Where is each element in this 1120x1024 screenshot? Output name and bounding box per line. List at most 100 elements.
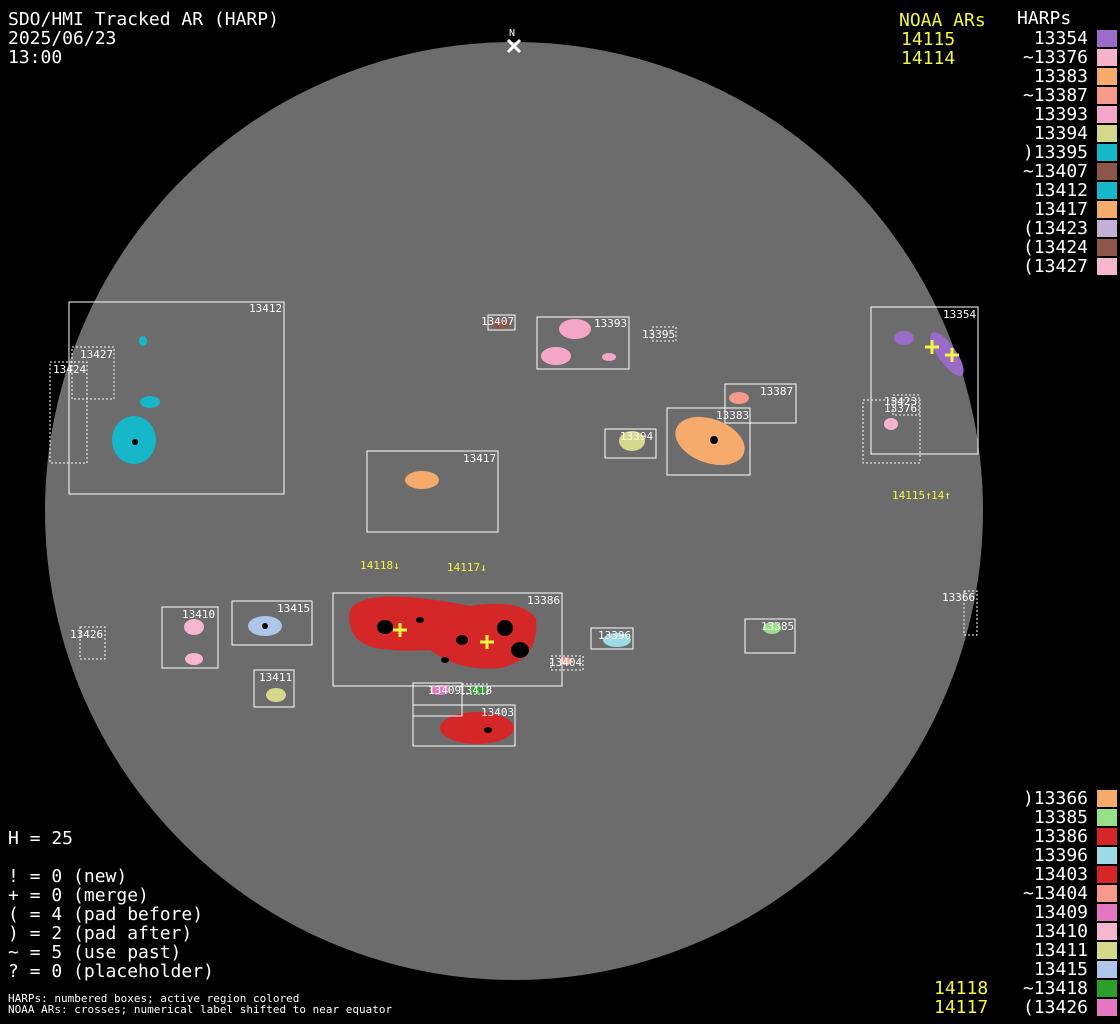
- active-region-13387: [729, 392, 749, 404]
- harp-legend-label: 13386: [1033, 826, 1088, 847]
- noaa-item: 14117: [934, 997, 989, 1018]
- harp-count: H = 25: [8, 828, 74, 849]
- harp-color-swatch: [1097, 144, 1117, 161]
- harp-legend-label: 13411: [1033, 940, 1088, 961]
- active-region-13417: [405, 471, 439, 489]
- harp-label: 13427: [80, 348, 114, 361]
- harp-color-swatch: [1097, 961, 1117, 978]
- harp-color-swatch: [1097, 809, 1117, 826]
- harp-color-swatch: [1097, 885, 1117, 902]
- noaa-label: 14118↓: [360, 559, 400, 572]
- harp-boxes: [68, 301, 979, 747]
- page-title: SDO/HMI Tracked AR (HARP): [8, 9, 279, 30]
- noaa-crosses: [393, 340, 959, 649]
- harp-color-swatch: [1097, 106, 1117, 123]
- harp-label: 13426: [70, 628, 104, 641]
- active-region-13393: [541, 319, 616, 365]
- noaa-label: 14117↓: [447, 561, 487, 574]
- noaa-label: 14↑: [931, 489, 951, 502]
- date-label: 2025/06/23: [8, 28, 117, 49]
- harp-color-swatch: [1097, 866, 1117, 883]
- north-marker: [506, 38, 522, 54]
- harp-legend-label: )13366: [1022, 788, 1088, 809]
- footer-note: NOAA ARs: crosses; numerical label shift…: [8, 1003, 393, 1016]
- harp-label: 13424: [53, 363, 87, 376]
- harp-label: 13386: [527, 594, 561, 607]
- harp-label: 13393: [594, 317, 628, 330]
- harp-label: 13387: [760, 385, 794, 398]
- harp-legend-label: ~13418: [1022, 978, 1088, 999]
- harp-label: 13411: [259, 671, 293, 684]
- active-region-13411: [266, 688, 286, 702]
- time-label: 13:00: [8, 47, 63, 68]
- harp-label: 13354: [943, 308, 977, 321]
- solar-disk: [45, 42, 983, 980]
- noaa-item: 14118: [934, 978, 989, 999]
- harp-color-swatch: [1097, 30, 1117, 47]
- harp-legend-label: 13417: [1033, 199, 1088, 220]
- harp-color-swatch: [1097, 239, 1117, 256]
- harp-label: 13394: [620, 430, 654, 443]
- active-region-13385: [763, 622, 781, 634]
- harp-color-swatch: [1097, 258, 1117, 275]
- harp-legend-label: 13383: [1033, 66, 1088, 87]
- north-label: N: [509, 28, 516, 39]
- harp-legend-label: (13427: [1022, 256, 1088, 277]
- harp-color-swatch: [1097, 904, 1117, 921]
- harp-color-swatch: [1097, 201, 1117, 218]
- harp-label: 13423: [884, 395, 918, 408]
- active-region-13404: [560, 657, 572, 665]
- noaa-item: 14114: [901, 48, 956, 69]
- harps-header: HARPs: [1017, 8, 1072, 29]
- stat-line: ? = 0 (placeholder): [8, 961, 214, 982]
- stat-line: ) = 2 (pad after): [8, 923, 193, 944]
- stat-line: + = 0 (merge): [8, 885, 149, 906]
- active-region-13394: [619, 431, 645, 451]
- harp-legend-label: )13395: [1022, 142, 1088, 163]
- harp-label: 13415: [277, 602, 311, 615]
- stat-line: ( = 4 (pad before): [8, 904, 204, 925]
- harp-legend-label: ~13387: [1022, 85, 1088, 106]
- harp-color-swatch: [1097, 828, 1117, 845]
- harp-label: 13407: [481, 315, 515, 328]
- harp-label: 13409: [428, 684, 462, 697]
- harp-color-swatch: [1097, 220, 1117, 237]
- noaa-label: 14115↑: [892, 489, 932, 502]
- harp-label: 13404: [549, 656, 583, 669]
- harp-legend-label: 13393: [1033, 104, 1088, 125]
- active-region-13407: [492, 319, 510, 329]
- harp-legend-label: 13396: [1033, 845, 1088, 866]
- harp-legend-label: 13412: [1033, 180, 1088, 201]
- active-region-13409: [430, 685, 450, 695]
- harp-legend-label: 13403: [1033, 864, 1088, 885]
- harp-label: 13417: [463, 452, 497, 465]
- harp-legend-label: ~13404: [1022, 883, 1088, 904]
- harp-color-swatch: [1097, 790, 1117, 807]
- active-region-13410: [184, 619, 204, 665]
- harp-boxes-dotted: [49, 326, 978, 695]
- harp-color-swatch: [1097, 125, 1117, 142]
- sunspots: [132, 436, 718, 733]
- noaa-item: 14115: [901, 29, 956, 50]
- harp-label: 13366: [942, 591, 976, 604]
- harp-color-swatch: [1097, 942, 1117, 959]
- harp-legend-label: 13394: [1033, 123, 1088, 144]
- harp-legend-label: 13354: [1033, 28, 1088, 49]
- active-region-13403: [440, 712, 514, 744]
- harp-color-swatch: [1097, 68, 1117, 85]
- harp-color-swatch: [1097, 999, 1117, 1016]
- harp-color-swatch: [1097, 923, 1117, 940]
- stat-line: ~ = 5 (use past): [8, 942, 182, 963]
- harp-color-swatch: [1097, 847, 1117, 864]
- harp-legend-label: (13423: [1022, 218, 1088, 239]
- active-region-13396: [603, 633, 631, 647]
- footer-note: HARPs: numbered boxes; active region col…: [8, 992, 300, 1005]
- noaa-header: NOAA ARs: [899, 10, 986, 31]
- harp-color-swatch: [1097, 49, 1117, 66]
- harp-label: 13410: [182, 608, 216, 621]
- harp-color-swatch: [1097, 182, 1117, 199]
- harp-legend-label: 13385: [1033, 807, 1088, 828]
- harp-legend-label: ~13376: [1022, 47, 1088, 68]
- harp-legend-label: 13410: [1033, 921, 1088, 942]
